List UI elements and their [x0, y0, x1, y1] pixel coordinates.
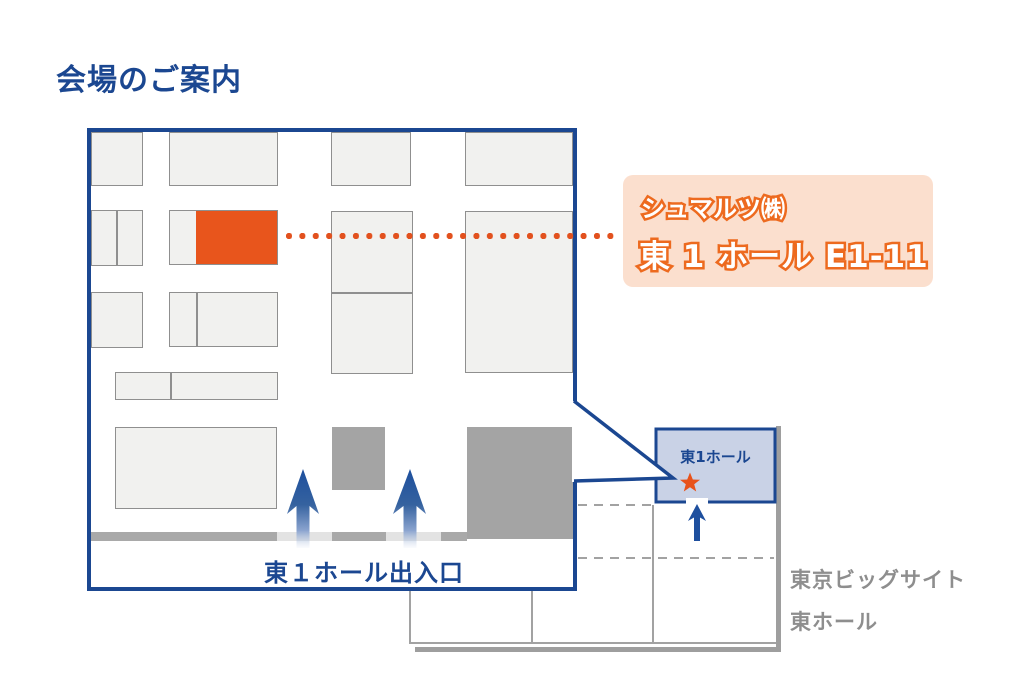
- floor-map: [87, 128, 577, 591]
- page-title: 会場のご案内: [56, 63, 242, 98]
- leader-dotted-line: [285, 232, 619, 240]
- booth-highlight: [196, 211, 277, 264]
- entrance-wall: [332, 532, 386, 541]
- map-pointer: [572, 399, 678, 483]
- booth-divider: [332, 292, 412, 294]
- booth: [91, 292, 143, 348]
- entrance-label: 東１ホール出入口: [264, 559, 464, 587]
- exhibitor-name: シュマルツ㈱: [639, 193, 788, 226]
- entrance-wall: [91, 532, 277, 541]
- booth: [91, 210, 143, 266]
- entrance-opening: [386, 532, 441, 541]
- booth-divider: [170, 373, 172, 399]
- booth: [115, 427, 277, 509]
- entrance-wall: [441, 532, 467, 541]
- entrance-opening: [277, 532, 332, 541]
- area-name-label: 東ホール: [790, 610, 878, 634]
- hall-arrow-icon: [688, 504, 706, 541]
- booth-divider: [116, 211, 118, 265]
- booth: [169, 210, 278, 265]
- booth-dark: [467, 427, 573, 539]
- star-icon: [680, 472, 700, 492]
- booth: [169, 132, 278, 186]
- booth-dark: [332, 427, 385, 490]
- booth-location: 東 1 ホール E1-11: [637, 237, 931, 278]
- booth-divider: [196, 293, 198, 346]
- hall-east1-label: 東1ホール: [680, 448, 751, 466]
- booth: [115, 372, 278, 400]
- venue-name-label: 東京ビッグサイト: [790, 568, 966, 592]
- booth: [331, 132, 411, 186]
- hall-entrance-gap: [686, 498, 708, 505]
- booth: [91, 132, 143, 186]
- booth: [169, 292, 278, 347]
- exhibitor-callout: シュマルツ㈱ 東 1 ホール E1-11: [623, 175, 933, 287]
- booth: [465, 132, 573, 186]
